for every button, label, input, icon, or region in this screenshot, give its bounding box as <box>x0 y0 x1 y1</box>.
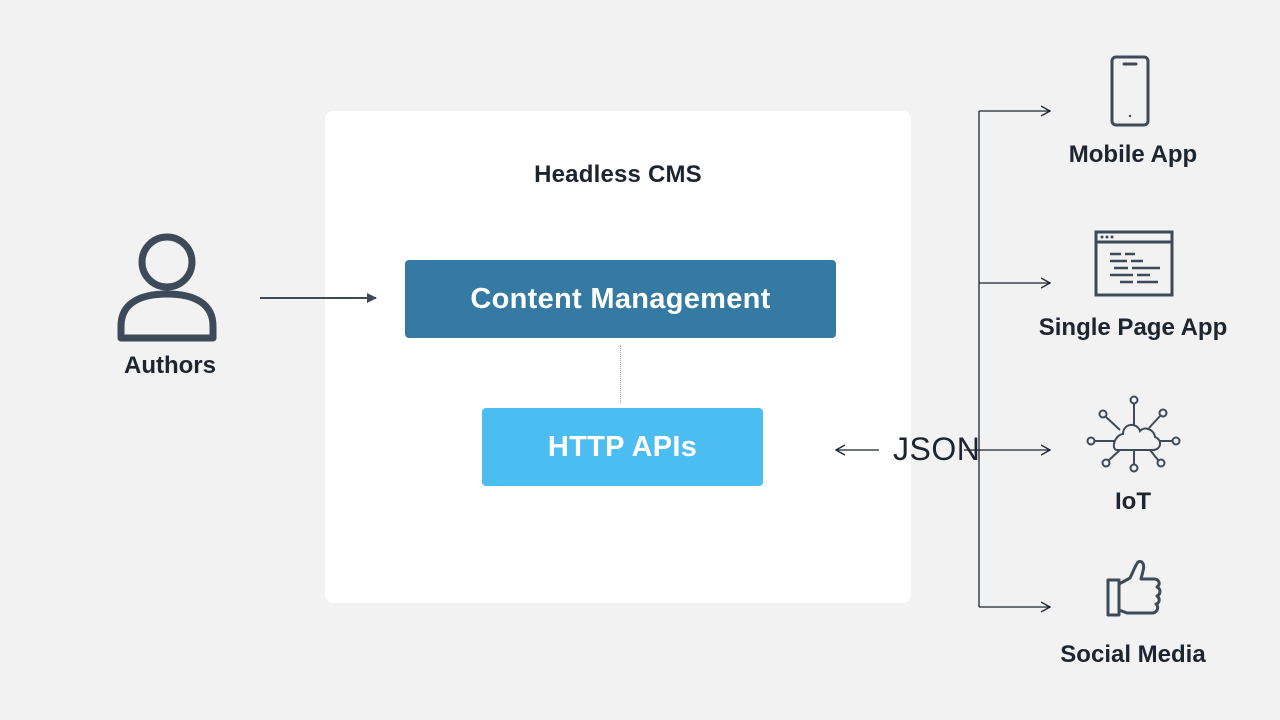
headless-cms-panel <box>325 111 911 603</box>
cloud-network-icon <box>1086 395 1181 473</box>
http-apis-box: HTTP APIs <box>482 408 763 486</box>
social-media-label: Social Media <box>1060 641 1206 668</box>
browser-window-icon <box>1094 230 1174 297</box>
json-label: JSON <box>893 431 981 467</box>
connector-line <box>620 345 621 403</box>
content-management-box: Content Management <box>405 260 836 338</box>
content-management-label: Content Management <box>470 282 771 315</box>
http-apis-label: HTTP APIs <box>547 430 698 463</box>
thumbs-up-icon <box>1106 560 1162 617</box>
mobile-phone-icon <box>1110 55 1150 127</box>
iot-label: IoT <box>1115 488 1151 515</box>
authors-label: Authors <box>124 352 216 379</box>
mobile-app-label: Mobile App <box>1068 141 1198 168</box>
user-icon <box>117 233 217 342</box>
single-page-app-label: Single Page App <box>1038 314 1228 341</box>
cms-title: Headless CMS <box>534 161 702 188</box>
